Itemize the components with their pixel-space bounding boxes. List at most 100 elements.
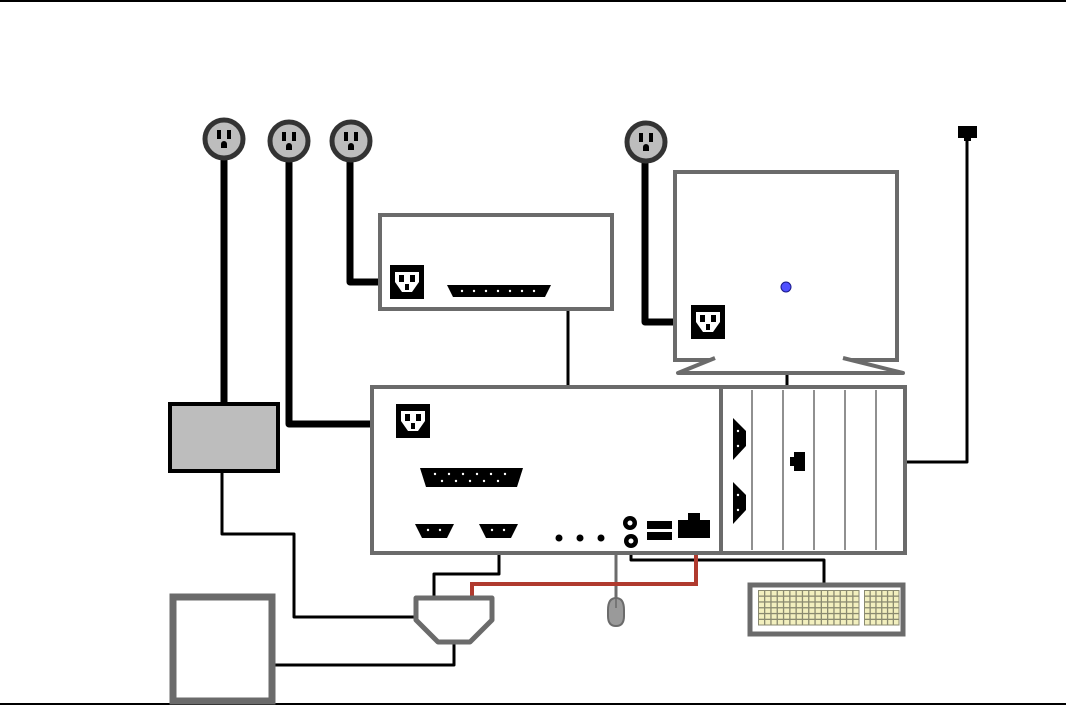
keyboard-key <box>865 603 870 608</box>
keyboard-key <box>784 591 789 596</box>
keyboard-key <box>809 620 814 625</box>
keyboard-key <box>828 603 833 608</box>
keyboard-key <box>797 620 802 625</box>
keyboard-key <box>871 608 876 613</box>
kvm-switch <box>416 598 492 642</box>
ps2-mouse-port-icon <box>623 516 637 530</box>
keyboard-key <box>816 603 821 608</box>
keyboard-key <box>797 614 802 619</box>
keyboard-key <box>759 614 764 619</box>
keyboard-key <box>828 614 833 619</box>
wall-outlet-icon <box>627 123 665 161</box>
keyboard-key <box>888 591 893 596</box>
keyboard-key <box>871 603 876 608</box>
keyboard-key <box>765 597 770 602</box>
keyboard-key <box>809 597 814 602</box>
keyboard-key <box>772 614 777 619</box>
wall-outlet-icon <box>270 122 308 160</box>
keyboard-key <box>809 614 814 619</box>
keyboard-key <box>791 614 796 619</box>
keyboard-key <box>854 597 859 602</box>
keyboard-key <box>854 620 859 625</box>
keyboard-key <box>822 608 827 613</box>
keyboard-key <box>778 608 783 613</box>
keyboard-key <box>791 597 796 602</box>
wall-outlet-icon <box>332 122 370 160</box>
keyboard-key <box>822 620 827 625</box>
keyboard-key <box>828 620 833 625</box>
keyboard-key <box>791 591 796 596</box>
keyboard-key <box>865 597 870 602</box>
keyboard-key <box>841 608 846 613</box>
keyboard-key <box>854 591 859 596</box>
keyboard-key <box>894 608 899 613</box>
keyboard-key <box>877 608 882 613</box>
keyboard-key <box>882 591 887 596</box>
keyboard-key <box>816 614 821 619</box>
keyboard-key <box>877 614 882 619</box>
keyboard-key <box>854 608 859 613</box>
keyboard-key <box>759 608 764 613</box>
keyboard-key <box>797 597 802 602</box>
keyboard <box>750 585 903 634</box>
computer-power-inlet-icon <box>396 404 430 438</box>
keyboard-key <box>877 620 882 625</box>
keyboard-key <box>828 608 833 613</box>
printer-power-inlet-icon <box>390 265 424 299</box>
keyboard-key <box>882 608 887 613</box>
keyboard-key <box>797 603 802 608</box>
keyboard-key <box>877 597 882 602</box>
keyboard-key <box>791 608 796 613</box>
keyboard-key <box>841 603 846 608</box>
keyboard-key <box>765 614 770 619</box>
keyboard-key <box>854 603 859 608</box>
keyboard-key <box>882 597 887 602</box>
keyboard-key <box>828 597 833 602</box>
keyboard-key <box>871 614 876 619</box>
printer <box>380 215 612 309</box>
keyboard-key <box>797 608 802 613</box>
keyboard-key <box>778 591 783 596</box>
keyboard-key <box>765 591 770 596</box>
keyboard-key <box>835 608 840 613</box>
keyboard-key <box>828 591 833 596</box>
keyboard-key <box>882 620 887 625</box>
monitor-power-led <box>781 282 791 292</box>
keyboard-key <box>865 620 870 625</box>
keyboard-key <box>865 591 870 596</box>
keyboard-key <box>822 614 827 619</box>
keyboard-key <box>765 608 770 613</box>
keyboard-key <box>882 603 887 608</box>
keyboard-key <box>894 603 899 608</box>
keyboard-key <box>847 597 852 602</box>
keyboard-key <box>803 620 808 625</box>
keyboard-key <box>803 591 808 596</box>
keyboard-key <box>816 597 821 602</box>
keyboard-key <box>835 591 840 596</box>
keyboard-key <box>772 591 777 596</box>
keyboard-key <box>822 591 827 596</box>
keyboard-key <box>765 603 770 608</box>
keyboard-key <box>784 608 789 613</box>
keyboard-key <box>877 603 882 608</box>
keyboard-key <box>888 608 893 613</box>
keyboard-key <box>765 620 770 625</box>
keyboard-key <box>894 591 899 596</box>
keyboard-key <box>841 620 846 625</box>
keyboard-key <box>784 597 789 602</box>
keyboard-key <box>778 597 783 602</box>
keyboard-key <box>894 620 899 625</box>
keyboard-key <box>835 614 840 619</box>
keyboard-key <box>894 614 899 619</box>
keyboard-key <box>816 608 821 613</box>
ps2-keyboard-port-icon <box>624 534 638 548</box>
keyboard-key <box>847 591 852 596</box>
computer-case <box>372 387 905 553</box>
keyboard-key <box>772 597 777 602</box>
computer-parallel-port-icon <box>420 468 523 487</box>
keyboard-key <box>791 620 796 625</box>
keyboard-key <box>816 620 821 625</box>
wall-outlet-icon <box>205 120 243 158</box>
keyboard-key <box>835 620 840 625</box>
